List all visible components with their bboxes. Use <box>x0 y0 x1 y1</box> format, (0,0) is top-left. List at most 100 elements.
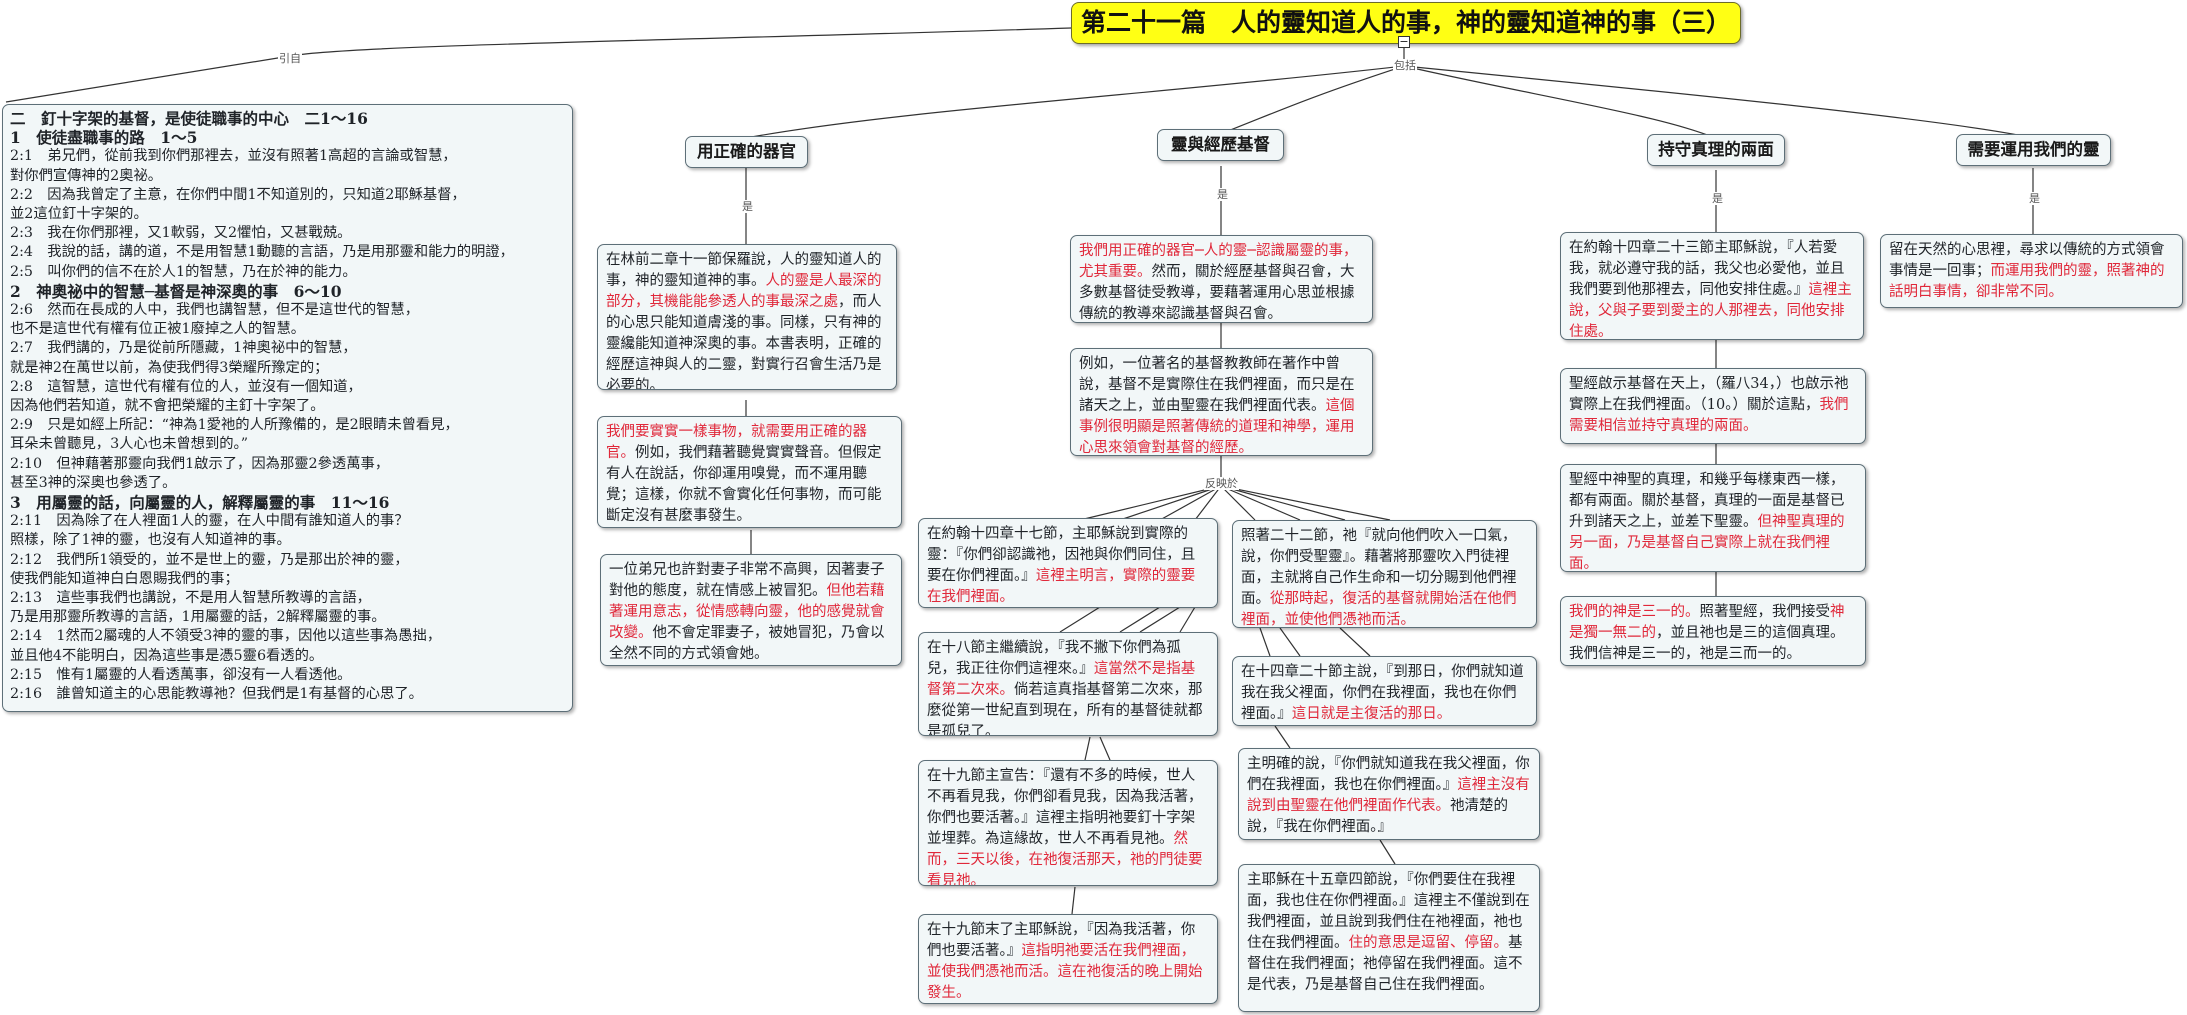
scripture-verse-line: 使我們能知道神白白恩賜我們的事； <box>10 570 239 587</box>
note-text-segment: 在十九節主宣告：『還有不多的時候，世人不再看見我，你們卻看見我，因為我活著，你們… <box>927 768 1203 847</box>
scripture-verse-line: 2:16 誰曾知道主的心思能教導祂？但我們是1有基督的心思了。 <box>10 686 423 703</box>
note-exp-john15-4[interactable]: 主耶穌在十五章四節說，『你們要住在我裡面，我也住在你們裡面。』這裡主不僅說到在我… <box>1238 864 1540 1012</box>
note-text-segment: 照著二十二節，祂『就向他們吹入一口氣，說，你們受聖靈』。藉著將那靈吹入門徒裡面，… <box>1241 528 1517 607</box>
note-truth-two-sides[interactable]: 聖經中神聖的真理，和幾乎每樣東西一樣，都有兩面。關於基督，真理的一面是基督已升到… <box>1560 464 1866 572</box>
topic-exercise-spirit[interactable]: 需要運用我們的靈 <box>1956 134 2111 166</box>
highlighted-text: 從那時起，復活的基督就開始活在他們裡面，並使他們憑祂而活。 <box>1241 591 1517 628</box>
highlighted-text: 而運用我們的靈，照著神的話明白事情，卻非常不同。 <box>1889 263 2165 300</box>
note-text: 主明確的說，『你們就知道我在我父裡面，你們在我裡面，我也在你們裡面。』這裡主沒有… <box>1247 754 1531 838</box>
scripture-subheading: 1 使徒盡職事的路 1～5 <box>10 128 198 148</box>
note-text: 照著二十二節，祂『就向他們吹入一口氣，說，你們受聖靈』。藉著將那靈吹入門徒裡面，… <box>1241 526 1528 628</box>
note-organ-senses[interactable]: 我們要實實一樣事物，就需要用正確的器官。例如，我們藉著聽覺實實聲音。但假定有人在… <box>597 416 902 528</box>
scripture-verse-line: 2:3 我在你們那裡，又1軟弱，又2懼怕，又甚戰兢。 <box>10 225 352 242</box>
scripture-verse-line: 2:1 弟兄們，從前我到你們那裡去，並沒有照著1高超的言論或智慧， <box>10 148 457 165</box>
note-text-segment: 聖經中神聖的真理，和幾乎每樣東西一樣，都有兩面。關於基督，真理的一面是基督已升到… <box>1569 472 1845 530</box>
note-text-segment: 基督住在我們裡面；祂停留在我們裡面。這不是代表，乃是基督自己住在我們裡面。 <box>1247 935 1523 993</box>
scripture-verse-line: 2:9 只是如經上所記：“神為1愛祂的人所豫備的，是2眼睛未曾看見， <box>10 417 459 434</box>
scripture-verse-line: 2:10 但神藉著那靈向我們1啟示了，因為那靈2參透萬事， <box>10 455 390 472</box>
highlighted-text: 神是獨一無二的 <box>1569 604 1845 641</box>
note-text: 在十九節主宣告：『還有不多的時候，世人不再看見我，你們卻看見我，因為我活著，你們… <box>927 766 1209 886</box>
note-truth-heaven-and-within[interactable]: 聖經啟示基督在天上，（羅八34，）也啟示祂實際上在我們裡面。（10。）關於這點，… <box>1560 368 1866 444</box>
note-text-segment: 一位弟兄也許對妻子非常不高興，因著妻子對他的態度，就在情感上被冒犯。 <box>609 562 885 599</box>
note-exp-john14-17[interactable]: 在約翰十四章十七節，主耶穌說到實際的靈：『你們卻認識祂，因祂與你們同住，且要在你… <box>918 518 1218 608</box>
topic-correct-organ[interactable]: 用正確的器官 <box>685 136 808 168</box>
highlighted-text: 這裡主沒有說到由聖靈在他們裡面作代表。 <box>1247 777 1530 814</box>
note-exp-clearly-said[interactable]: 主明確的說，『你們就知道我在我父裡面，你們在我裡面，我也在你們裡面。』這裡主沒有… <box>1238 748 1540 840</box>
scripture-verse-line: 因為他們若知道，就不會把榮耀的主釘十字架了。 <box>10 398 325 415</box>
note-text-segment: 然而，關於經歷基督與召會，大多數基督徒受教導，要藉著運用心思並根據傳統的教導來認… <box>1079 264 1355 322</box>
note-text-segment: 照著聖經，我們接受 <box>1699 604 1831 620</box>
note-exp-john14-20[interactable]: 在十四章二十節主說，『到那日，你們就知道我在我父裡面，你們在我裡面，我也在你們裡… <box>1232 656 1537 726</box>
note-text-segment: 聖經啟示基督在天上，（羅八34，）也啟示祂實際上在我們裡面。（10。）關於這點， <box>1569 376 1849 413</box>
note-text: 留在天然的心思裡，尋求以傳統的方式領會事情是一回事；而運用我們的靈，照著神的話明… <box>1889 240 2174 303</box>
note-text: 在十九節末了主耶穌說，『因為我活著，你們也要活著。』這指明祂要活在我們裡面，並使… <box>927 920 1209 1003</box>
note-exp-john14-18[interactable]: 在十八節主繼續說，『我不撇下你們為孤兒，我正往你們這裡來。』這當然不是指基督第二… <box>918 632 1218 736</box>
scripture-verse-line: 耳朵未曾聽見，3人心也未曾想到的。” <box>10 436 249 453</box>
highlighted-text: 然而，三天以後，在祂復活那天，祂的門徒要看見祂。 <box>927 831 1203 886</box>
note-text-segment: 主明確的說，『你們就知道我在我父裡面，你們在我裡面，我也在你們裡面。』 <box>1247 756 1530 793</box>
highlighted-text: 這個事例很明顯是照著傳統的道理和神學，運用心思來領會對基督的經歷。 <box>1079 398 1355 456</box>
note-text: 在十四章二十節主說，『到那日，你們就知道我在我父裡面，你們在我裡面，我也在你們裡… <box>1241 662 1528 725</box>
note-text-segment: 在十四章二十節主說，『到那日，你們就知道我在我父裡面，你們在我裡面，我也在你們裡… <box>1241 664 1524 722</box>
note-text-segment: ，而人的心思只能知道膚淺的事。同樣，只有神的靈纔能知道神深奧的事。本書表明，正確… <box>606 294 882 390</box>
note-text-segment: 在林前二章十一節保羅說，人的靈知道人的事，神的靈知道神的事。 <box>606 252 882 289</box>
note-text: 在約翰十四章二十三節主耶穌說，『人若愛我，就必遵守我的話，我父也必愛他，並且我們… <box>1569 238 1855 340</box>
scripture-verse-line: 2:5 叫你們的信不在於人1的智慧，乃在於神的能力。 <box>10 263 357 280</box>
note-exercise-spirit[interactable]: 留在天然的心思裡，尋求以傳統的方式領會事情是一回事；而運用我們的靈，照著神的話明… <box>1880 234 2183 308</box>
note-text: 主耶穌在十五章四節說，『你們要住在我裡面，我也住在你們裡面。』這裡主不僅說到在我… <box>1247 870 1531 996</box>
highlighted-text: 這裡主明言，實際的靈要在我們裡面。 <box>927 568 1196 605</box>
scripture-verse-line: 2:14 1然而2屬魂的人不領受3神的靈的事，因他以這些事為愚拙， <box>10 628 442 645</box>
note-exp-correct-organ[interactable]: 我們用正確的器官─人的靈─認識屬靈的事，尤其重要。然而，關於經歷基督與召會，大多… <box>1070 235 1373 323</box>
highlighted-text: 住的意思是逗留、停留。 <box>1348 935 1509 951</box>
scripture-verse-line: 2:4 我說的話，講的道，不是用智慧1動聽的言語，乃是用那靈和能力的明證， <box>10 244 514 261</box>
edge-label-quoted-from: 引自 <box>278 52 302 65</box>
note-exp-teacher-example[interactable]: 例如，一位著名的基督教教師在著作中曾說，基督不是實際住在我們裡面，而只是在諸天之… <box>1070 348 1373 456</box>
note-text: 例如，一位著名的基督教教師在著作中曾說，基督不是實際住在我們裡面，而只是在諸天之… <box>1079 354 1364 456</box>
topic-spirit-and-experience[interactable]: 靈與經歷基督 <box>1157 129 1284 161</box>
note-text: 一位弟兄也許對妻子非常不高興，因著妻子對他的態度，就在情感上被冒犯。但他若藉著運… <box>609 560 893 665</box>
scripture-verse-line: 並且他4不能明白，因為這些事是憑5靈6看透的。 <box>10 647 324 664</box>
note-text-segment: 留在天然的心思裡，尋求以傳統的方式領會事情是一回事； <box>1889 242 2165 279</box>
note-text: 我們的神是三一的。照著聖經，我們接受神是獨一無二的，並且祂也是三的這個真理。我們… <box>1569 602 1857 665</box>
scripture-verse-line: 2:11 因為除了在人裡面1人的靈，在人中間有誰知道人的事？ <box>10 513 409 530</box>
highlighted-text: 人的靈是人最深的部分，其機能能參透人的事最深之處 <box>606 273 882 310</box>
highlighted-text: 我們的神是三一的。 <box>1569 604 1700 620</box>
scripture-verse-line: 並2這位釘十字架的。 <box>10 206 148 223</box>
highlighted-text: 我們需要相信並持守真理的兩面。 <box>1569 397 1849 434</box>
note-organ-example[interactable]: 一位弟兄也許對妻子非常不高興，因著妻子對他的態度，就在情感上被冒犯。但他若藉著運… <box>600 554 902 666</box>
note-text: 在約翰十四章十七節，主耶穌說到實際的靈：『你們卻認識祂，因祂與你們同住，且要在你… <box>927 524 1209 607</box>
scripture-subheading: 2 神奧祕中的智慧─基督是神深奧的事 6～10 <box>10 281 342 301</box>
note-text: 在林前二章十一節保羅說，人的靈知道人的事，神的靈知道神的事。人的靈是人最深的部分… <box>606 250 888 390</box>
note-text-segment: 例如，我們藉著聽覺實實聲音。但假定有人在說話，你卻運用嗅覺，而不運用聽覺；這樣，… <box>606 445 882 524</box>
note-text-segment: 在十八節主繼續說，『我不撇下你們為孤兒，我正往你們這裡來。』 <box>927 640 1181 677</box>
scripture-verse-line: 2:6 然而在長成的人中，我們也講智慧，但不是這世代的智慧， <box>10 302 420 319</box>
topic-two-sides-of-truth[interactable]: 持守真理的兩面 <box>1647 134 1785 166</box>
note-truth-john14-23[interactable]: 在約翰十四章二十三節主耶穌說，『人若愛我，就必遵守我的話，我父也必愛他，並且我們… <box>1560 232 1864 340</box>
scripture-verse-line: 甚至3神的深奧也參透了。 <box>10 474 177 491</box>
note-text: 我們要實實一樣事物，就需要用正確的器官。例如，我們藉著聽覺實實聲音。但假定有人在… <box>606 422 893 527</box>
highlighted-text: 我們要實實一樣事物，就需要用正確的器官。 <box>606 424 867 461</box>
highlighted-text: 但神聖真理的另一面，乃是基督自己實際上就在我們裡面。 <box>1569 514 1845 572</box>
note-text: 我們用正確的器官─人的靈─認識屬靈的事，尤其重要。然而，關於經歷基督與召會，大多… <box>1079 241 1364 322</box>
scripture-verse-line: 照樣，除了1神的靈，也沒有人知道神的事。 <box>10 532 291 549</box>
highlighted-text: 這裡主說，父與子要到愛主的人那裡去，同他安排住處。 <box>1569 282 1852 340</box>
scripture-verse-line: 2:8 這智慧，這世代有權有位的人，並沒有一個知道， <box>10 378 362 395</box>
scripture-verse-line: 就是神2在萬世以前，為使我們得3榮耀所豫定的； <box>10 359 329 376</box>
note-organ-spirit[interactable]: 在林前二章十一節保羅說，人的靈知道人的事，神的靈知道神的事。人的靈是人最深的部分… <box>597 244 897 390</box>
note-exp-john14-19b[interactable]: 在十九節末了主耶穌說，『因為我活著，你們也要活著。』這指明祂要活在我們裡面，並使… <box>918 914 1218 1004</box>
scripture-verse-line: 2:13 這些事我們也講說，不是用人智慧所教導的言語， <box>10 590 371 607</box>
note-exp-john14-19[interactable]: 在十九節主宣告：『還有不多的時候，世人不再看見我，你們卻看見我，因為我活著，你們… <box>918 760 1218 886</box>
scripture-verse-line: 對你們宣傳神的2奧祕。 <box>10 167 163 184</box>
expand-toggle-icon[interactable]: − <box>1398 35 1410 48</box>
edge-label-is: 是 <box>741 200 754 213</box>
note-text: 在十八節主繼續說，『我不撇下你們為孤兒，我正往你們這裡來。』這當然不是指基督第二… <box>927 638 1209 735</box>
note-text-segment: 在十九節末了主耶穌說，『因為我活著，你們也要活著。』 <box>927 922 1196 959</box>
note-text-segment: 他不會定罪妻子，被她冒犯，乃會以全然不同的方式領會她。 <box>609 625 885 662</box>
note-exp-john20-22[interactable]: 照著二十二節，祂『就向他們吹入一口氣，說，你們受聖靈』。藉著將那靈吹入門徒裡面，… <box>1232 520 1537 628</box>
note-text: 聖經中神聖的真理，和幾乎每樣東西一樣，都有兩面。關於基督，真理的一面是基督已升到… <box>1569 470 1857 572</box>
edge-label-includes: 包括 <box>1393 59 1417 72</box>
note-text: 聖經啟示基督在天上，（羅八34，）也啟示祂實際上在我們裡面。（10。）關於這點，… <box>1569 374 1857 437</box>
note-truth-triune-god[interactable]: 我們的神是三一的。照著聖經，我們接受神是獨一無二的，並且祂也是三的這個真理。我們… <box>1560 596 1866 666</box>
highlighted-text: 這當然不是指基督第二次來。 <box>927 661 1196 698</box>
